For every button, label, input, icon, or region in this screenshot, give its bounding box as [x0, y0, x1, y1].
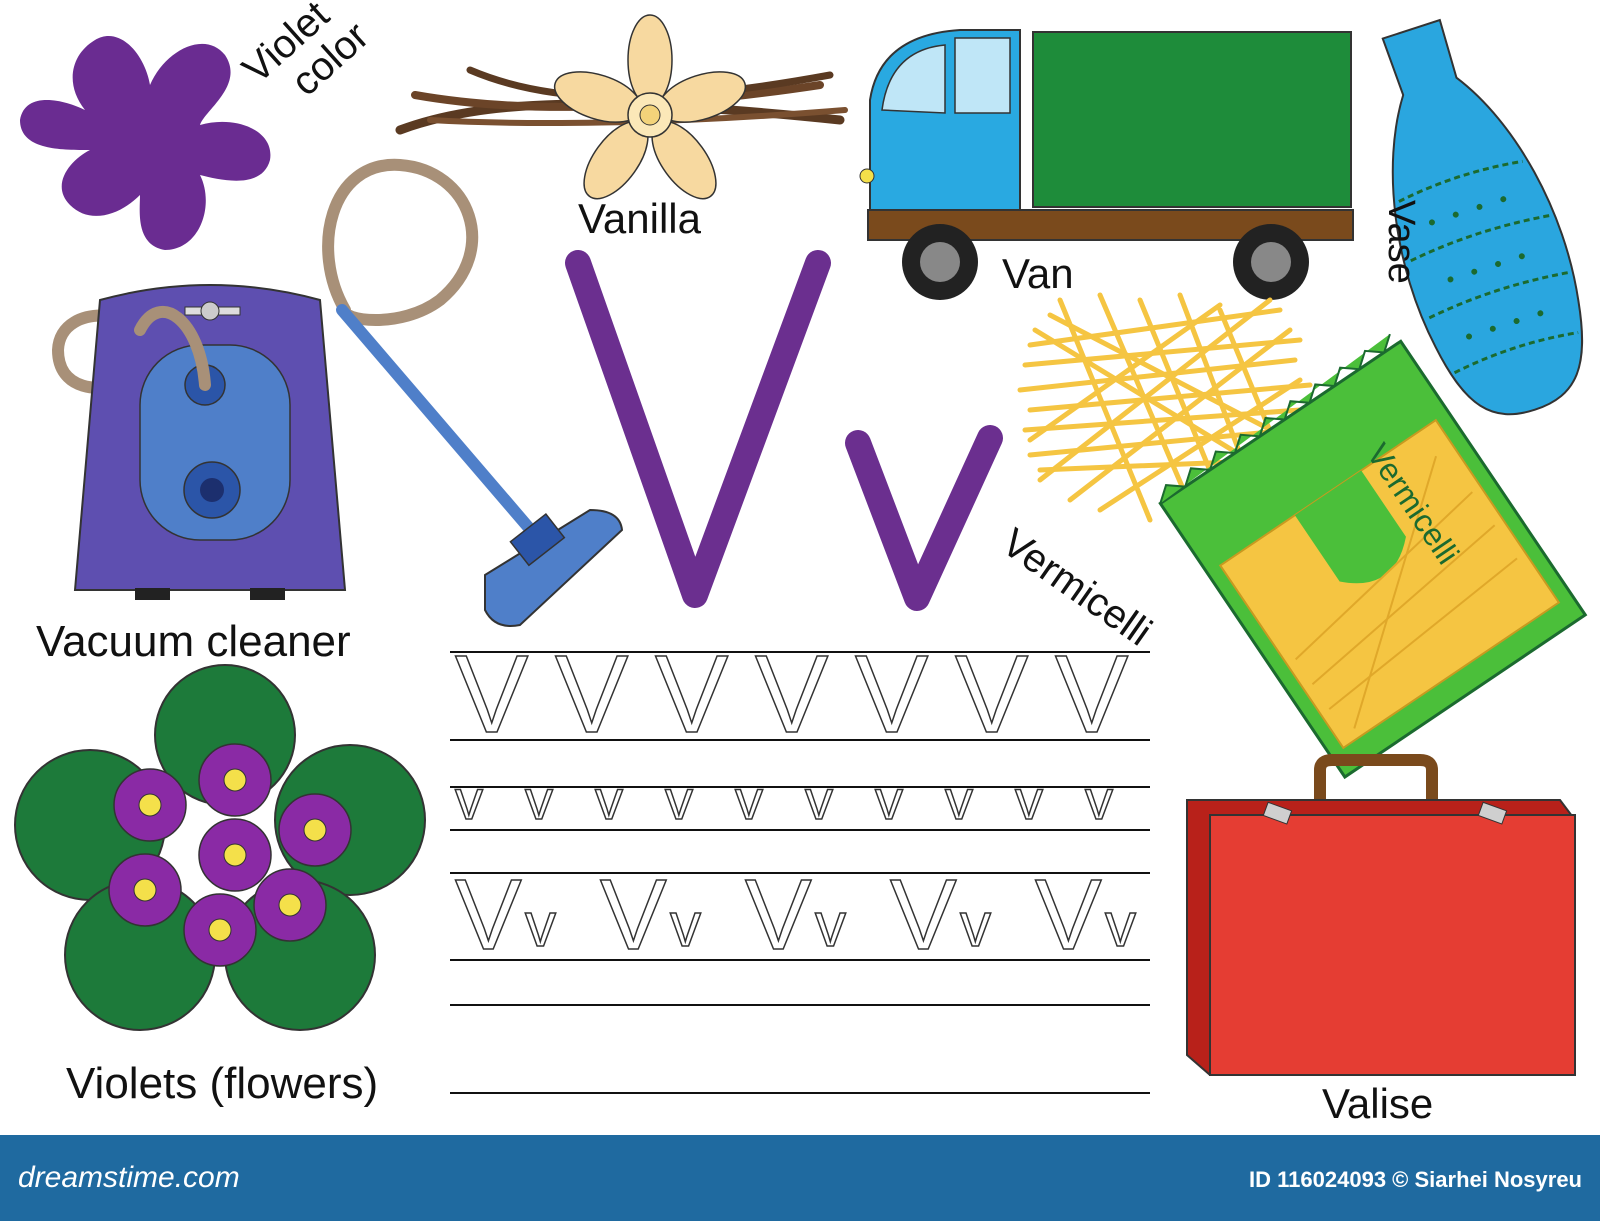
valise-label: Valise	[1322, 1080, 1434, 1127]
vanilla-label: Vanilla	[578, 195, 701, 242]
vacuum-cleaner-label: Vacuum cleaner	[36, 617, 351, 666]
trace-letter-upper: V	[744, 859, 812, 971]
trace-letter-lower: v	[959, 891, 992, 960]
illustrations	[14, 14, 1588, 1094]
trace-letter-lower: v	[1104, 891, 1137, 960]
trace-letter-lower: v	[669, 891, 702, 960]
trace-letter-upper: V	[954, 633, 1029, 756]
trace-letter-lower: v	[664, 768, 694, 831]
vase-icon	[1381, 18, 1584, 416]
valise-icon	[1186, 754, 1576, 1076]
big-letters	[565, 250, 1003, 611]
footer-bar: dreamstime.com ID 116024093 © Siarhei No…	[0, 1135, 1600, 1221]
trace-letter-lower: v	[944, 768, 974, 831]
vase-label: Vase	[1380, 200, 1422, 284]
footer-brand[interactable]: dreamstime.com	[18, 1161, 240, 1194]
vacuum-cleaner-icon	[51, 158, 624, 627]
trace-letter-upper: V	[554, 633, 629, 756]
trace-letter-lower: v	[1084, 768, 1114, 831]
violet-blob-icon	[20, 36, 271, 250]
trace-letter-lower: v	[594, 768, 624, 831]
trace-letter-lower: v	[454, 768, 484, 831]
violets-flowers-icon	[14, 664, 426, 1031]
footer-credit: ID 116024093 © Siarhei Nosyreu	[1249, 1167, 1582, 1192]
trace-letter-upper: V	[654, 633, 729, 756]
tracing-lines	[450, 651, 1150, 1094]
violets-label: Violets (flowers)	[66, 1059, 379, 1108]
van-icon	[859, 29, 1354, 300]
trace-letter-upper: V	[889, 859, 957, 971]
vermicelli-icon	[1017, 292, 1313, 523]
trace-letter-upper: V	[1054, 633, 1129, 756]
trace-letter-lower: v	[524, 768, 554, 831]
trace-letter-lower: v	[1014, 768, 1044, 831]
trace-letter-upper: V	[754, 633, 829, 756]
vanilla-flower-icon	[395, 14, 848, 200]
trace-letter-upper: V	[599, 859, 667, 971]
trace-letter-upper: V	[1034, 859, 1102, 971]
trace-letter-lower: v	[524, 891, 557, 960]
trace-letter-lower: v	[874, 768, 904, 831]
trace-letter-lower: v	[734, 768, 764, 831]
trace-letter-upper: V	[854, 633, 929, 756]
trace-letter-lower: v	[804, 768, 834, 831]
trace-letter-upper: V	[454, 633, 529, 756]
trace-letter-lower: v	[814, 891, 847, 960]
van-label: Van	[1002, 250, 1074, 297]
trace-letter-upper: V	[454, 859, 522, 971]
